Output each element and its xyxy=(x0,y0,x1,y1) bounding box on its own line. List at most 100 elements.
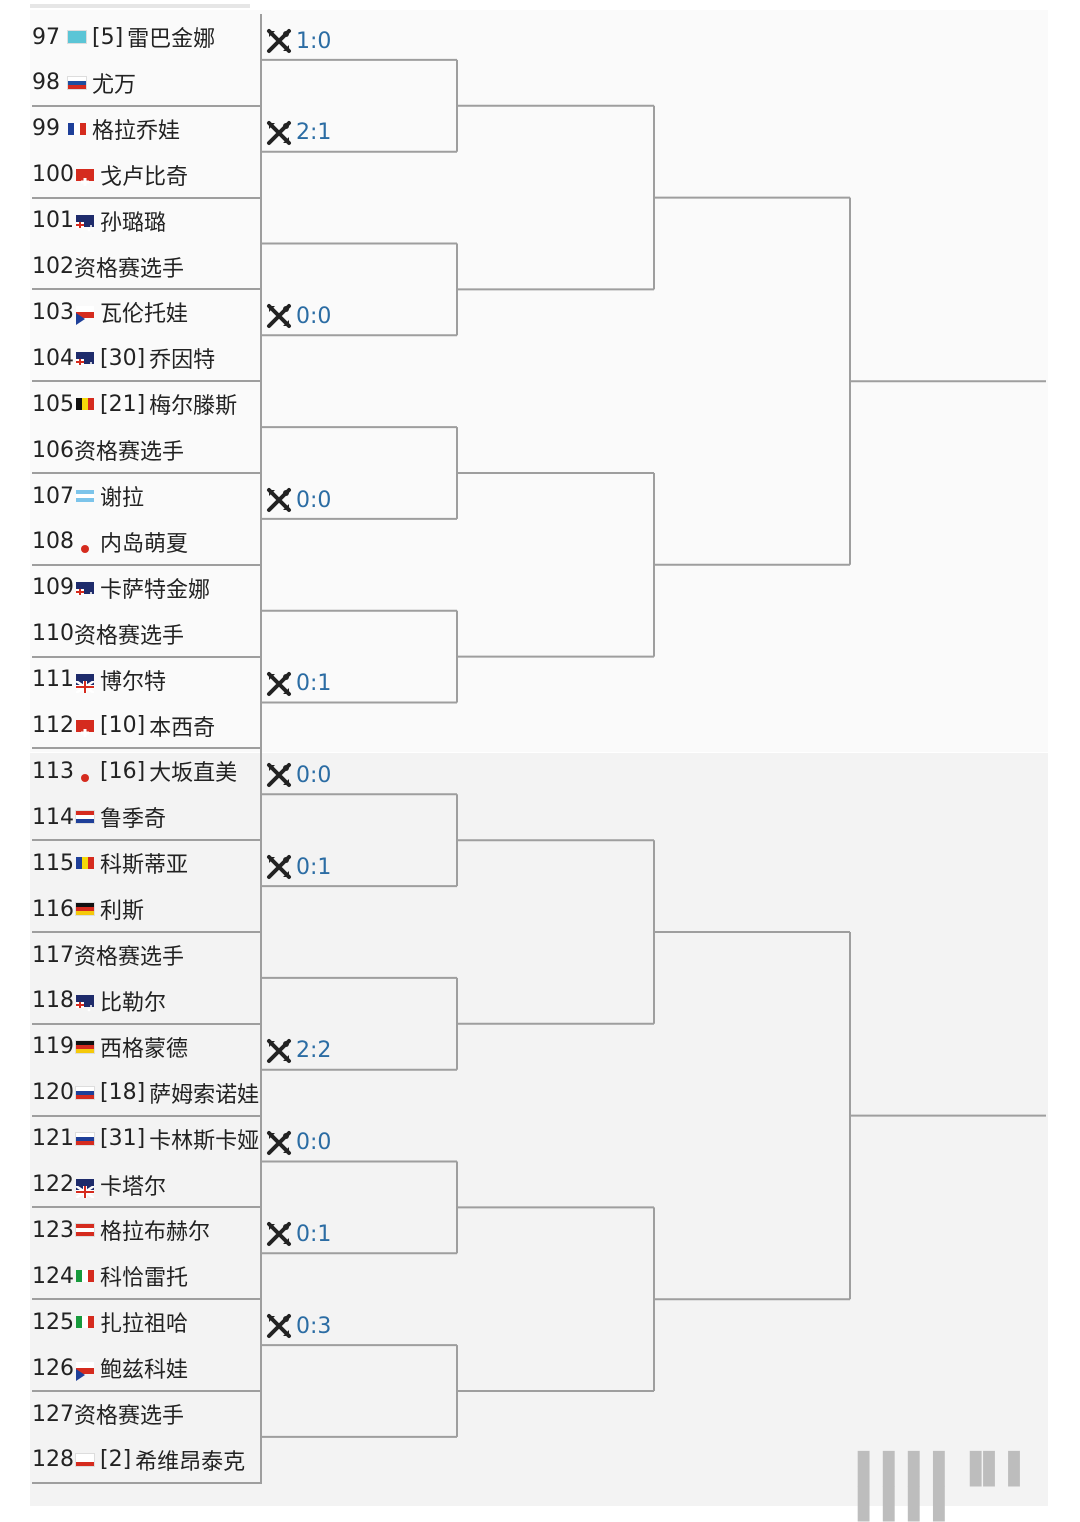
player-name[interactable]: 雷巴金娜 xyxy=(127,27,216,52)
head-to-head-icon[interactable] xyxy=(266,1130,292,1156)
flag-icon-nz xyxy=(76,214,94,231)
head-to-head-score[interactable]: 0:1 xyxy=(266,669,331,699)
player-name[interactable]: 科恰雷托 xyxy=(100,1266,189,1292)
flag-icon-gb xyxy=(75,673,95,694)
player-name[interactable]: 萨姆索诺娃 xyxy=(149,1082,260,1108)
player-name[interactable]: 格拉布赫尔 xyxy=(100,1220,211,1246)
player-name[interactable]: 卡林斯卡娅 xyxy=(149,1128,260,1154)
head-to-head-score[interactable]: 0:0 xyxy=(266,1128,331,1158)
player-name[interactable]: 格拉乔娃 xyxy=(92,118,181,144)
player-name[interactable]: 卡萨特金娜 xyxy=(100,577,211,603)
match-divider xyxy=(32,839,262,842)
head-to-head-score[interactable]: 1:0 xyxy=(266,26,331,56)
player-name[interactable]: 扎拉祖哈 xyxy=(100,1312,189,1338)
player-slot-121[interactable]: 121[31]卡林斯卡娅 xyxy=(32,1115,262,1162)
head-to-head-icon[interactable] xyxy=(266,303,292,329)
player-slot-112[interactable]: 112[10]本西奇 xyxy=(32,702,262,749)
draw-number: 120 xyxy=(32,1080,74,1106)
player-slot-128[interactable]: 128[2]希维昂泰克 xyxy=(32,1436,262,1483)
head-to-head-score[interactable]: 0:1 xyxy=(266,852,331,882)
player-slot-105[interactable]: 105[21]梅尔滕斯 xyxy=(32,381,262,428)
player-name[interactable]: 希维昂泰克 xyxy=(135,1449,246,1475)
match-divider xyxy=(32,1390,262,1392)
draw-number: 97 xyxy=(32,24,60,50)
player-name[interactable]: 西格蒙德 xyxy=(100,1036,189,1062)
head-to-head-icon[interactable] xyxy=(266,487,292,513)
player-name[interactable]: 戈卢比奇 xyxy=(100,164,189,190)
head-to-head-icon[interactable] xyxy=(266,1221,292,1247)
player-name[interactable]: 梅尔滕斯 xyxy=(149,394,238,420)
player-name[interactable]: 科斯蒂亚 xyxy=(100,853,189,879)
flag-icon-au xyxy=(76,994,94,1012)
seed-label: [21] xyxy=(100,391,146,417)
head-to-head-score[interactable]: 0:0 xyxy=(266,760,331,790)
match-divider xyxy=(32,288,262,291)
head-to-head-score[interactable]: 0:1 xyxy=(266,1219,331,1249)
head-to-head-score[interactable]: 2:2 xyxy=(266,1036,331,1066)
player-name[interactable]: 资格赛选手 xyxy=(74,623,185,649)
player-name[interactable]: 博尔特 xyxy=(100,669,167,695)
player-name[interactable]: 卡塔尔 xyxy=(100,1174,167,1200)
player-name[interactable]: 本西奇 xyxy=(149,715,216,741)
head-to-head-icon[interactable] xyxy=(266,671,292,697)
player-name[interactable]: 鲁季奇 xyxy=(100,807,167,833)
player-name[interactable]: 乔因特 xyxy=(149,348,216,374)
player-name[interactable]: 资格赛选手 xyxy=(74,1404,185,1429)
head-to-head-score[interactable]: 0:0 xyxy=(266,301,331,331)
head-to-head-icon[interactable] xyxy=(266,1313,292,1339)
player-slot-97[interactable]: 97 [5]雷巴金娜 xyxy=(32,14,262,60)
player-name[interactable]: 资格赛选手 xyxy=(74,440,185,466)
player-slot-113[interactable]: 113[16]大坂直美 xyxy=(32,748,262,795)
draw-number: 123 xyxy=(32,1217,74,1243)
player-name[interactable]: 瓦伦托娃 xyxy=(100,302,189,328)
player-name[interactable]: 比勒尔 xyxy=(100,990,167,1016)
player-slot-104[interactable]: 104[30]乔因特 xyxy=(32,335,262,382)
head-to-head-icon[interactable] xyxy=(266,1038,292,1064)
head-to-head-score[interactable]: 0:0 xyxy=(266,485,331,515)
player-name[interactable]: 孙璐璐 xyxy=(100,210,167,236)
head-to-head-icon[interactable] xyxy=(266,762,292,788)
head-to-head-score[interactable]: 0:3 xyxy=(266,1311,331,1341)
player-slot-120[interactable]: 120 [18]萨姆索诺娃 xyxy=(32,1069,262,1116)
player-name[interactable]: 内岛萌夏 xyxy=(100,531,189,557)
player-name[interactable]: 尤万 xyxy=(92,72,137,98)
head-to-head-icon[interactable] xyxy=(266,28,292,54)
player-name[interactable]: 资格赛选手 xyxy=(74,256,185,282)
seed-label: [18] xyxy=(100,1080,146,1106)
seed-label: [5] xyxy=(92,24,124,50)
head-to-head-icon[interactable] xyxy=(266,854,292,880)
draw-number: 117 xyxy=(32,942,74,968)
head-to-head-score[interactable]: 2:1 xyxy=(266,118,331,148)
head-to-head-icon[interactable] xyxy=(266,120,292,146)
score-text: 0:0 xyxy=(296,487,332,513)
player-name[interactable]: 资格赛选手 xyxy=(74,945,185,970)
player-name[interactable]: 利斯 xyxy=(100,899,145,925)
player-name[interactable]: 大坂直美 xyxy=(149,761,238,787)
player-name[interactable]: 谢拉 xyxy=(100,486,145,511)
player-name[interactable]: 鲍兹科娃 xyxy=(100,1358,189,1384)
player-slot-123[interactable]: 123 格拉布赫尔 xyxy=(32,1207,262,1254)
